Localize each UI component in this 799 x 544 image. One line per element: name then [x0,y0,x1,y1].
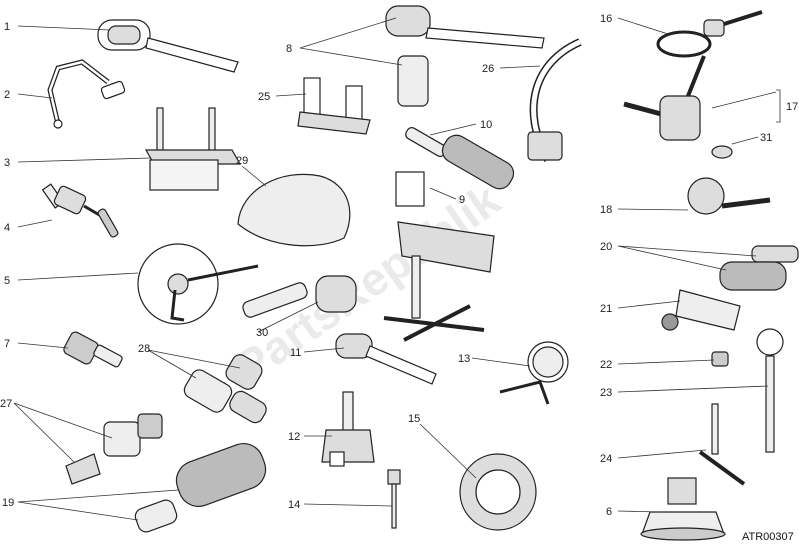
part-4-t-handle-puller[interactable] [41,183,119,238]
part-15-ring-holder[interactable] [459,453,537,531]
part-22-bush[interactable] [711,351,729,367]
callout-17[interactable]: 17 [786,101,798,113]
callout-16[interactable]: 16 [600,13,612,25]
part-20-plugs[interactable] [719,245,799,291]
callout-30[interactable]: 30 [256,327,268,339]
callout-labels: 1 2 3 4 5 6 7 8 9 10 11 12 13 14 15 16 1… [0,13,798,518]
callout-11[interactable]: 11 [290,347,301,359]
part-1-ring-spanner[interactable] [97,19,239,73]
callout-2[interactable]: 2 [4,89,10,101]
part-16-strap-wrench[interactable] [656,10,763,58]
part-24-gauge-holder[interactable] [698,403,746,486]
part-30-bearing-driver[interactable] [241,275,357,319]
part-27-bushes[interactable] [65,413,163,485]
callout-5[interactable]: 5 [4,275,10,287]
part-7-threaded-pin[interactable] [62,330,123,368]
part-6-dial-stand[interactable] [640,477,726,541]
callout-19[interactable]: 19 [2,497,14,509]
callout-3[interactable]: 3 [4,157,10,169]
part-2-hook-tool[interactable] [47,59,126,129]
callout-20[interactable]: 20 [600,241,612,253]
callout-15[interactable]: 15 [408,413,420,425]
part-21-bracket[interactable] [661,289,741,331]
part-17-assembly[interactable] [623,55,706,141]
part-8-socket-wrench[interactable] [385,5,545,107]
callout-23[interactable]: 23 [600,387,612,399]
callout-26[interactable]: 26 [482,63,494,75]
callout-8[interactable]: 8 [286,43,292,55]
part-12-holder-tool[interactable] [321,391,375,467]
callout-13[interactable]: 13 [458,353,470,365]
callout-28[interactable]: 28 [138,343,150,355]
callout-12[interactable]: 12 [288,431,300,443]
part-3-plate-fixture[interactable] [144,107,242,191]
callout-29[interactable]: 29 [236,155,248,167]
part-29-cover-bag[interactable] [237,173,351,247]
part-28-pins[interactable] [181,352,269,426]
callout-9[interactable]: 9 [459,194,465,206]
callout-4[interactable]: 4 [4,222,10,234]
callout-31[interactable]: 31 [760,132,772,144]
part-5-degree-wheel[interactable] [137,243,259,325]
callout-27[interactable]: 27 [0,398,12,410]
leader-lines [13,17,781,521]
callout-6[interactable]: 6 [606,506,612,518]
callout-1[interactable]: 1 [4,21,10,33]
part-25-fork-fixture[interactable] [297,77,371,135]
part-26-arc-bracket[interactable] [527,38,582,162]
part-10-handle-tube[interactable] [404,126,518,193]
callout-22[interactable]: 22 [600,359,612,371]
part-11-hook-wrench[interactable] [335,333,437,385]
part-9-engine-stand[interactable] [383,171,495,342]
callout-18[interactable]: 18 [600,204,612,216]
callout-25[interactable]: 25 [258,91,270,103]
part-14-probe-pin[interactable] [387,469,401,529]
callout-21[interactable]: 21 [600,303,612,315]
part-18-flange-puller[interactable] [687,177,771,215]
part-19-knurled-driver[interactable] [133,438,271,534]
callout-24[interactable]: 24 [600,453,612,465]
reference-code: ATR00307 [742,531,794,543]
callout-10[interactable]: 10 [480,119,492,131]
callout-7[interactable]: 7 [4,338,10,350]
part-31-small-tool[interactable] [711,145,733,159]
callout-14[interactable]: 14 [288,499,300,511]
part-23-dial-gauge[interactable] [756,328,784,453]
part-13-dial-indicator[interactable] [499,341,569,405]
